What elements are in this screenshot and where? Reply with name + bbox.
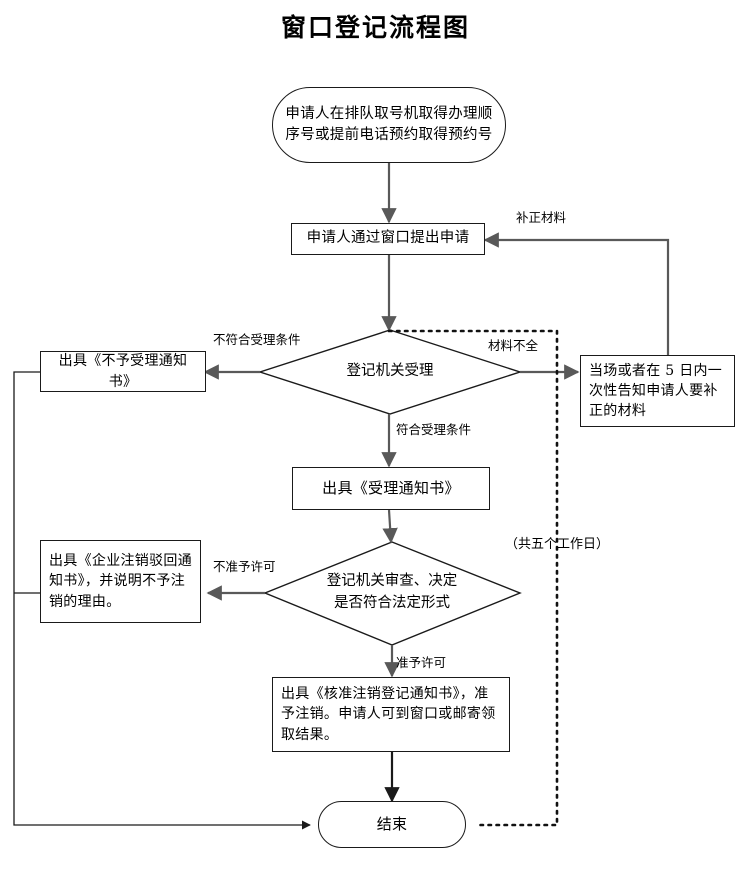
node-start-label: 申请人在排队取号机取得办理顺序号或提前电话预约取得预约号 [285,105,493,143]
node-accept-notice-label: 出具《受理通知书》 [322,478,460,497]
node-end-label: 结束 [376,814,408,833]
decision-review-shape [263,541,522,646]
node-refuse-notice-label: 出具《企业注销驳回通知书》，并说明不予注销的理由。 [49,553,192,610]
edge-dotted-bypass [387,329,559,827]
node-reject-notice-label: 出具《不予受理通知书》 [58,353,188,390]
edge-label-not-meet-conditions: 不符合受理条件 [213,332,301,347]
node-accept-notice[interactable]: 出具《受理通知书》 [292,467,490,510]
node-start[interactable]: 申请人在排队取号机取得办理顺序号或提前电话预约取得预约号 [272,87,506,163]
edge-label-incomplete-materials: 材料不全 [488,338,539,353]
node-supplement-notice-label: 当场或者在 5 日内一次性告知申请人要补正的材料 [589,362,723,420]
node-end[interactable]: 结束 [318,801,466,848]
edge-label-not-permitted: 不准予许可 [213,559,276,574]
edge-label-permitted: 准予许可 [396,655,447,670]
node-approve-notice[interactable]: 出具《核准注销登记通知书》，准予注销。申请人可到窗口或邮寄领取结果。 [272,677,510,752]
node-apply-label: 申请人通过窗口提出申请 [306,230,470,247]
node-reject-notice[interactable]: 出具《不予受理通知书》 [40,351,206,392]
node-supplement-notice[interactable]: 当场或者在 5 日内一次性告知申请人要补正的材料 [580,355,735,427]
node-refuse-notice[interactable]: 出具《企业注销驳回通知书》，并说明不予注销的理由。 [40,540,201,623]
edge-accept-to-review [382,509,398,544]
edge-label-meet-conditions: 符合受理条件 [396,422,472,437]
edge-supplement-return [483,232,670,355]
node-apply[interactable]: 申请人通过窗口提出申请 [291,223,485,255]
annotation-working-days: （共五个工作日） [505,537,610,552]
edge-label-supplement-materials: 补正材料 [516,210,567,225]
page-title: 窗口登记流程图 [280,13,470,42]
edge-left-rail [13,371,311,830]
node-approve-notice-label: 出具《核准注销登记通知书》，准予注销。申请人可到窗口或邮寄领取结果。 [281,686,496,743]
